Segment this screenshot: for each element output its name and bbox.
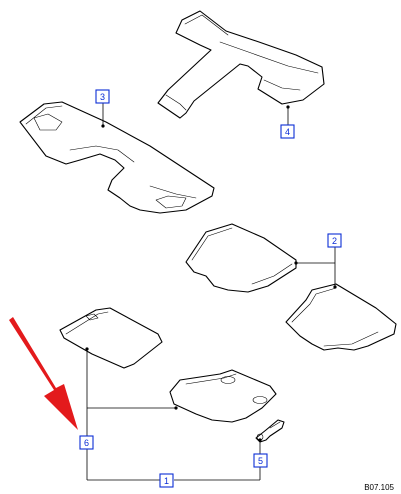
red-indicator-arrow-icon — [9, 317, 78, 430]
flat-cargo-mat-part[interactable] — [59, 307, 163, 369]
leader-lines — [85, 103, 337, 481]
retaining-clip-part[interactable] — [255, 419, 285, 443]
callout-5-label: 5 — [258, 456, 263, 466]
callout-2-label: 2 — [332, 236, 337, 246]
rear-floor-mat-part[interactable] — [19, 101, 215, 214]
callout-6[interactable]: 6 — [79, 435, 94, 450]
callout-2[interactable]: 2 — [327, 233, 342, 248]
callout-1[interactable]: 1 — [159, 473, 174, 488]
callout-1-label: 1 — [164, 476, 169, 486]
callout-4-label: 4 — [285, 127, 290, 137]
callout-3[interactable]: 3 — [95, 89, 110, 104]
callout-4[interactable]: 4 — [280, 124, 295, 139]
tunnel-mat-part[interactable] — [157, 10, 325, 119]
drawing-code: B07.105 — [364, 483, 394, 492]
callout-5[interactable]: 5 — [253, 453, 268, 468]
front-mat-right-part[interactable] — [285, 283, 397, 351]
callout-6-label: 6 — [84, 438, 89, 448]
floor-mat-with-heel-pad-part[interactable] — [169, 369, 277, 423]
front-mat-left-part[interactable] — [185, 223, 297, 293]
callout-3-label: 3 — [100, 92, 105, 102]
